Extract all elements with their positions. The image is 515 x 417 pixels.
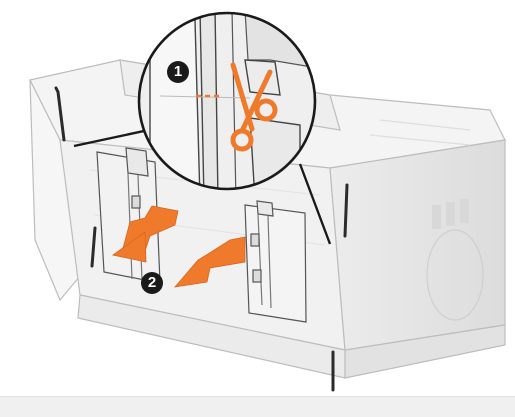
caption-band <box>0 396 515 417</box>
dust-filter-right <box>245 201 306 322</box>
step-2-badge: 2 <box>141 272 163 294</box>
step-1-badge: 1 <box>167 61 189 83</box>
